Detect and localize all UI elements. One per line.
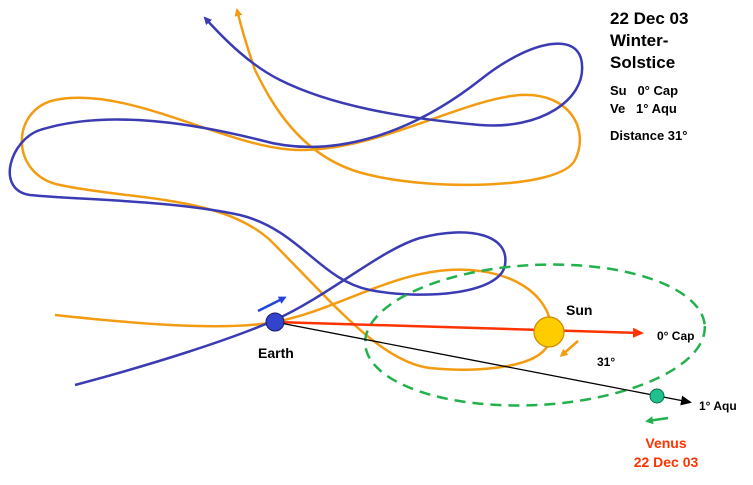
- sun-dot: [533, 316, 565, 348]
- sun-direction-label: 0° Cap: [657, 329, 694, 343]
- sun-label: Sun: [566, 302, 592, 318]
- angle-label: 31°: [597, 355, 615, 369]
- sun-direction-ray: [274, 320, 644, 338]
- venus-direction-ray: [274, 321, 692, 406]
- blue-loop-curve: [8, 16, 584, 387]
- earth-dot: [265, 312, 285, 332]
- info-panel: 22 Dec 03 Winter- Solstice Su 0° Cap Ve …: [610, 8, 750, 143]
- venus-position-text: Ve 1° Aqu: [610, 101, 677, 116]
- distance-text: Distance 31°: [610, 128, 688, 143]
- date-heading: 22 Dec 03: [610, 9, 689, 28]
- venus-motion-arrow: [645, 416, 669, 425]
- sun-position-text: Su 0° Cap: [610, 83, 679, 98]
- earth-label: Earth: [258, 345, 294, 361]
- sun-motion-arrow: [559, 340, 579, 357]
- earth-motion-arrow: [257, 296, 287, 313]
- positions-block: Su 0° Cap Ve 1° Aqu: [610, 82, 750, 118]
- venus-direction-label: 1° Aqu: [699, 399, 737, 413]
- venus-orbit-ellipse: [363, 263, 707, 407]
- venus-name-label: Venus: [645, 435, 686, 451]
- orange-loop-curve: [20, 8, 582, 371]
- event-heading-line2: Solstice: [610, 53, 676, 72]
- event-heading-line1: Winter-: [610, 31, 669, 50]
- venus-dot: [649, 388, 665, 404]
- venus-date-label: 22 Dec 03: [634, 454, 699, 470]
